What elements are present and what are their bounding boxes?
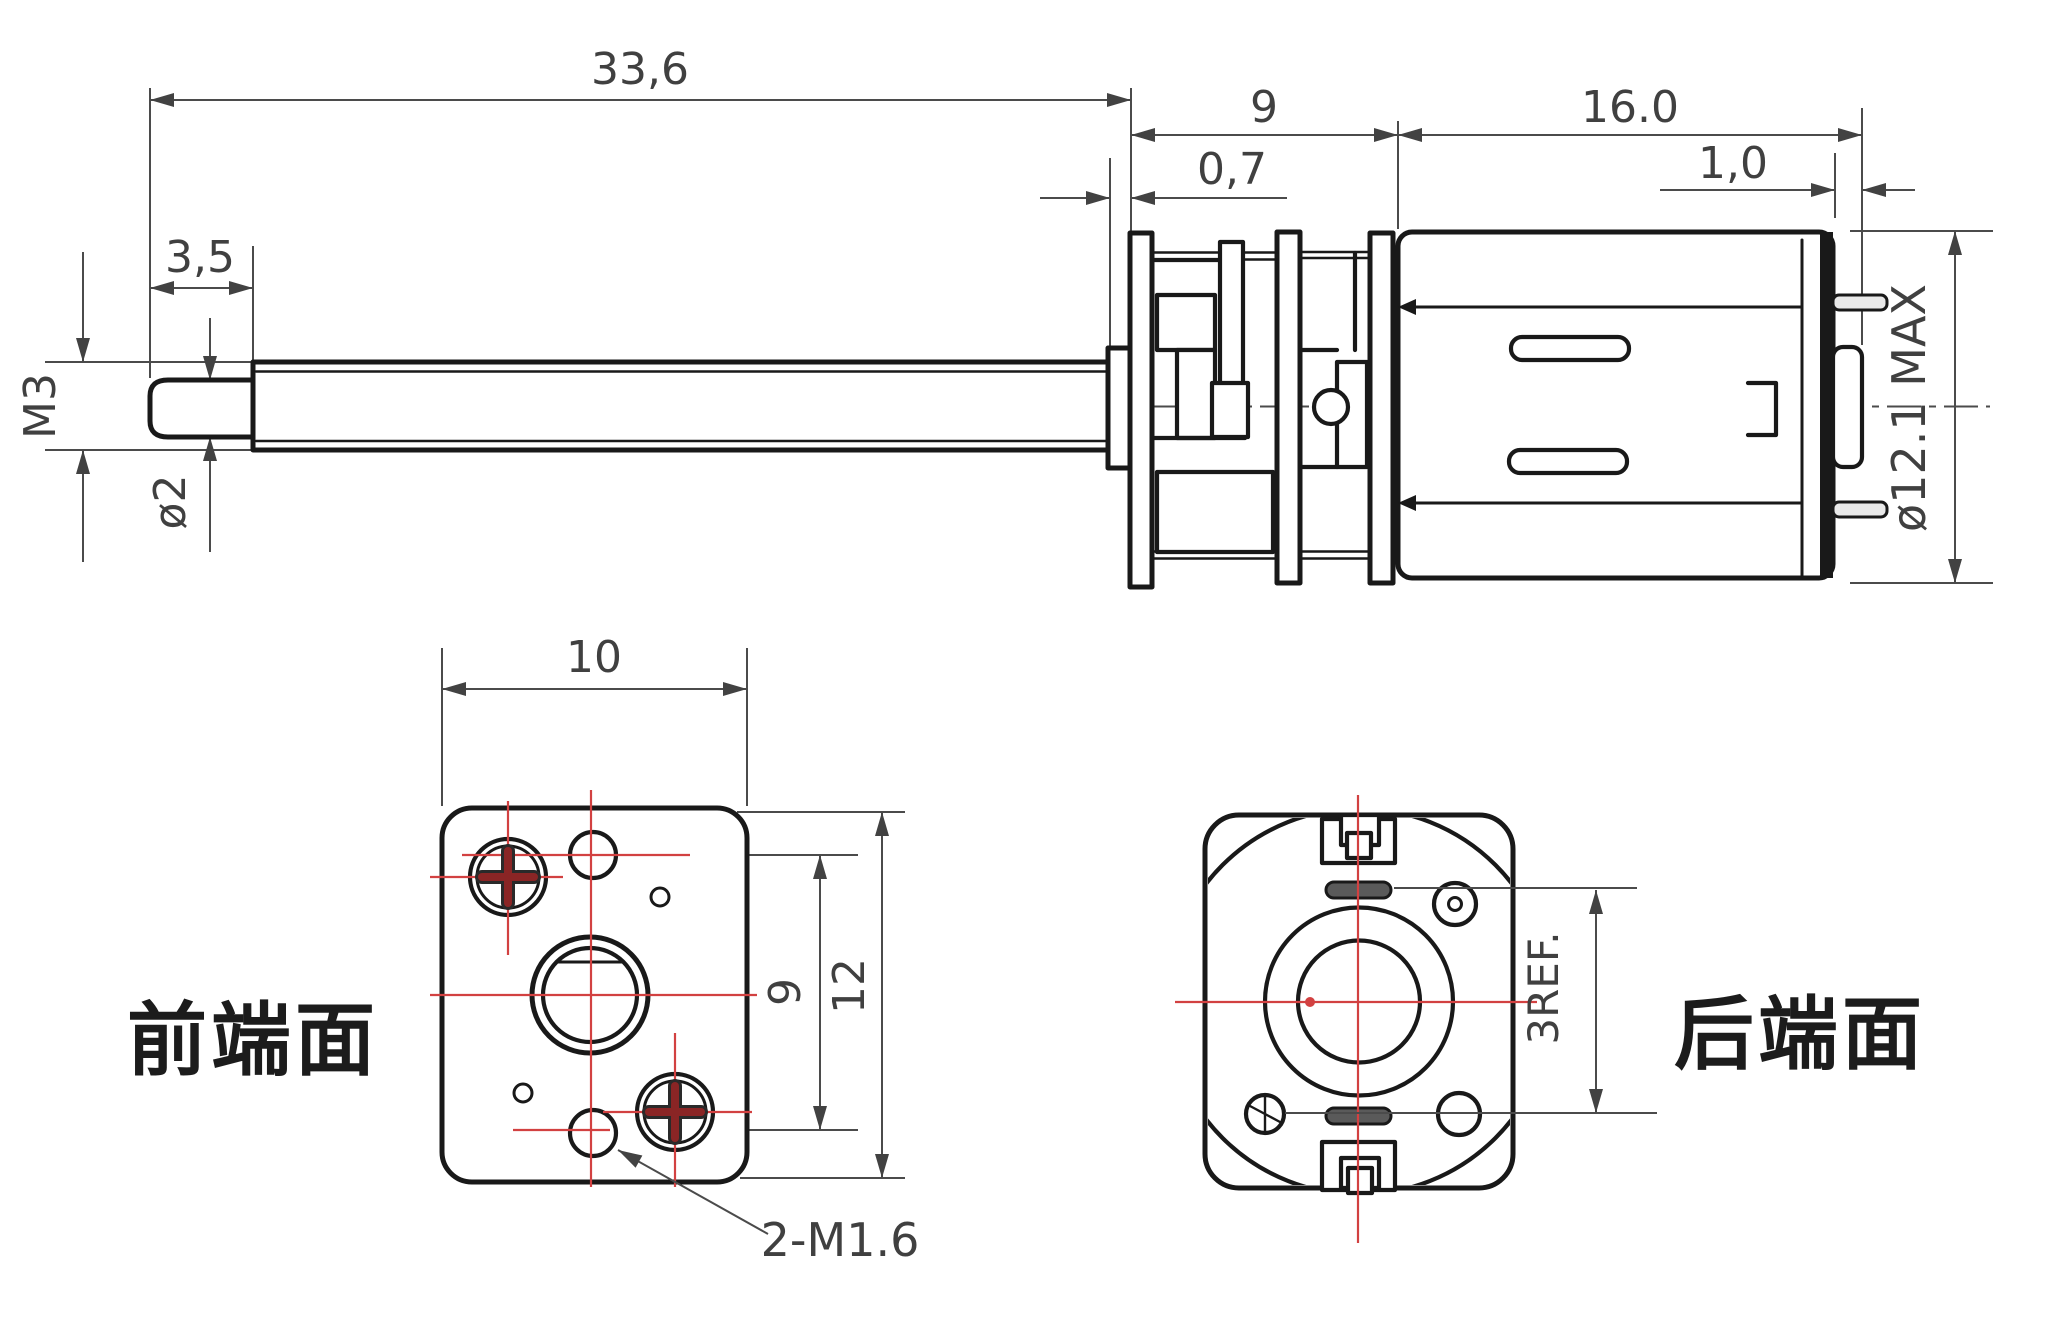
output-shaft (147, 359, 1136, 453)
motor-can-outline (1395, 229, 1836, 581)
gearbox-plate-front (1127, 230, 1155, 590)
shaft-position-dot (1305, 997, 1315, 1007)
dim-arrowhead (1862, 183, 1886, 197)
dim-arrowhead (875, 1154, 889, 1178)
dim-arrowhead (1374, 128, 1398, 142)
leader-line (617, 1149, 769, 1235)
tab-tooth (1345, 1165, 1375, 1196)
rear-terminal-circle (1431, 880, 1479, 928)
dim-total-length: 33,6 (591, 44, 689, 95)
endcap-plate (1820, 232, 1833, 578)
dim-arrowhead (229, 281, 253, 295)
dim-arrowhead (1838, 128, 1862, 142)
dim-arrowhead (1086, 191, 1110, 205)
dim-tip-length: 3,5 (165, 232, 235, 283)
rear-screw-slot (1248, 1104, 1282, 1124)
dimension-lines (76, 93, 1962, 583)
dim-rear-ref: 3REF. (1519, 931, 1568, 1044)
rear-face-view: 3REF. 后端面 (1175, 795, 1926, 1243)
gear-pinion (1209, 380, 1251, 440)
pin-hole-small (512, 1082, 534, 1104)
gear-block-low (1154, 469, 1276, 555)
dim-plate-offset: 0,7 (1197, 144, 1267, 195)
gearbox (1105, 229, 1396, 590)
extension-lines (45, 88, 1993, 584)
phillips-cross-top-left (475, 844, 541, 910)
side-view: 33,6 9 16.0 0,7 1,0 3,5 M3 ø2 ø12.1 MAX (15, 44, 1993, 590)
dim-arrowhead (1398, 128, 1422, 142)
dim-gearbox-length: 9 (1250, 82, 1278, 133)
can-crimp-mark (1398, 299, 1416, 315)
dim-arrowhead (76, 338, 90, 362)
gear-block (1154, 292, 1218, 353)
dim-arrowhead (1948, 231, 1962, 255)
dim-tip-diameter: ø2 (145, 475, 196, 530)
dim-arrowhead (875, 812, 889, 836)
dim-can-diameter: ø12.1 MAX (1882, 284, 1936, 532)
dim-arrowhead (1589, 1089, 1603, 1113)
shaft-tip-outline (147, 377, 256, 440)
screw-thread-note: 2-M1.6 (761, 1213, 920, 1267)
dim-bushing-length: 1,0 (1698, 138, 1768, 189)
can-vent-slot (1508, 334, 1632, 363)
rear-face-label: 后端面 (1674, 988, 1926, 1081)
dim-arrowhead (1589, 890, 1603, 914)
terminal-pin (1831, 293, 1889, 312)
gearbox-plate-rear (1367, 230, 1396, 586)
rear-terminal-dot (1447, 896, 1463, 912)
dim-motor-length: 16.0 (1581, 82, 1679, 133)
pin-hole-small (649, 886, 671, 908)
dim-arrowhead (1948, 559, 1962, 583)
dim-arrowhead (150, 93, 174, 107)
motor-body (1395, 229, 1889, 581)
gearbox-plate-middle (1274, 229, 1303, 586)
dim-arrowhead (1131, 128, 1155, 142)
mount-hole-bottom (567, 1107, 619, 1159)
can-end-step (1745, 380, 1779, 438)
phillips-cross-bottom-right (642, 1079, 708, 1145)
dim-front-hole-span: 9 (760, 978, 811, 1006)
bearing-ball (1311, 387, 1351, 427)
dim-arrowhead (150, 281, 174, 295)
dim-arrowhead (813, 855, 827, 879)
can-vent-slot (1506, 447, 1630, 476)
rear-bushing (1830, 344, 1865, 470)
dim-arrowhead (723, 682, 747, 696)
shaft-body-outline (250, 359, 1136, 453)
front-face-view: 10 9 12 2-M1.6 前端面 (127, 632, 919, 1267)
dim-arrowhead (1107, 93, 1131, 107)
dim-arrowhead (442, 682, 466, 696)
dim-thread-size: M3 (15, 373, 66, 439)
dim-arrowhead (813, 1106, 827, 1130)
can-crimp-mark (1398, 495, 1416, 511)
dim-arrowhead (1811, 183, 1835, 197)
gear-block (1174, 347, 1218, 441)
dim-arrowhead (1131, 191, 1155, 205)
front-face-label: 前端面 (127, 994, 379, 1087)
dim-arrowhead (203, 356, 217, 380)
dim-front-height: 12 (824, 958, 875, 1014)
dim-front-width: 10 (566, 632, 622, 683)
terminal-pin (1831, 500, 1889, 519)
dim-arrowhead (76, 450, 90, 474)
